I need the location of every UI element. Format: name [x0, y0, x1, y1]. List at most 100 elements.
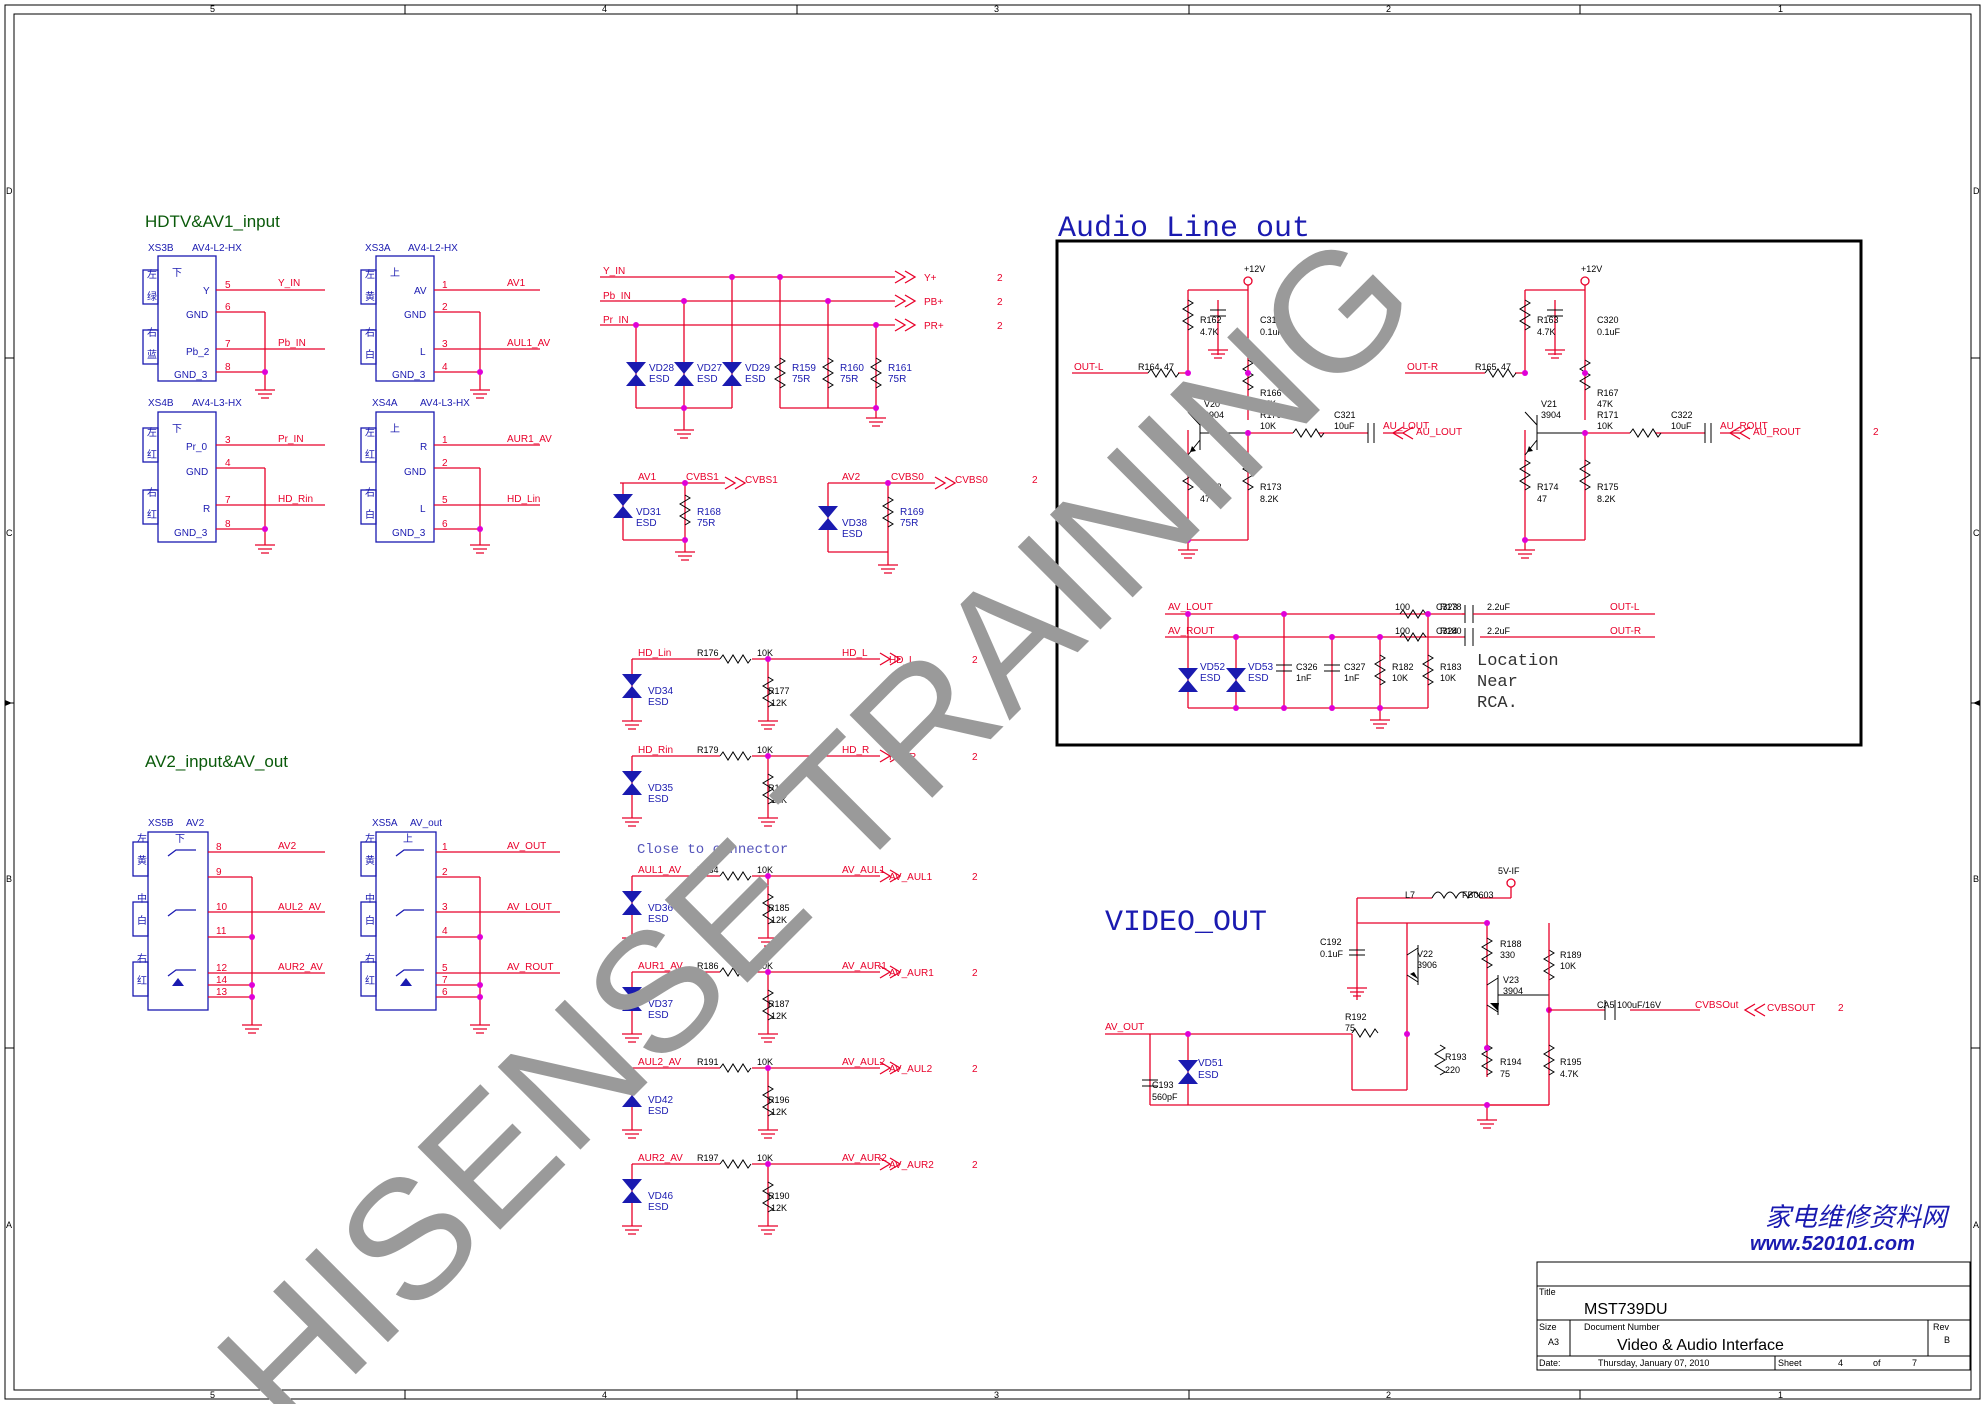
vcc-symbol: [1580, 276, 1590, 286]
svg-text:10K: 10K: [1440, 673, 1456, 683]
port-arrow: [879, 749, 902, 763]
esd-diode-top: [622, 771, 642, 783]
row-label-a-right: A: [1973, 1220, 1979, 1230]
channel-diode-value: ESD: [648, 1106, 669, 1117]
location-note-line1: Location: [1477, 652, 1559, 671]
port-arrow: [1728, 426, 1751, 440]
svg-text:330: 330: [1500, 950, 1515, 960]
connector-ref: XS3B: [148, 243, 174, 254]
svg-text:右: 右: [137, 952, 147, 965]
svg-text:AV2: AV2: [278, 841, 297, 852]
pull-resistor-value: 12K: [771, 795, 787, 805]
ground-symbol: [1515, 549, 1535, 559]
junction-dot: [1245, 370, 1251, 376]
svg-text:AUL2_AV: AUL2_AV: [278, 902, 322, 913]
location-note-line3: RCA.: [1477, 694, 1518, 713]
svg-text:10K: 10K: [1560, 961, 1576, 971]
svg-text:75R: 75R: [697, 518, 715, 529]
svg-text:HD_Lin: HD_Lin: [507, 494, 540, 505]
row-label-d-right: D: [1973, 186, 1980, 196]
transistor: [1524, 411, 1585, 456]
channel-diode-value: ESD: [648, 794, 669, 805]
pull-resistor-value: 12K: [771, 1107, 787, 1117]
pull-resistor: [762, 1085, 774, 1117]
col-label-1-bottom: 1: [1778, 1390, 1783, 1400]
svg-text:of: of: [1873, 1358, 1881, 1368]
svg-text:AV_LOUT: AV_LOUT: [1168, 602, 1213, 613]
svg-text:左: 左: [365, 832, 375, 845]
svg-text:Y_IN: Y_IN: [603, 266, 625, 277]
ce-resistor: [1629, 428, 1662, 438]
pull-resistor: [762, 893, 774, 925]
ground-symbol: [622, 937, 642, 947]
top-resistor-value: 4.7K: [1200, 327, 1219, 337]
svg-text:白: 白: [365, 508, 375, 521]
svg-text:4: 4: [1838, 1358, 1843, 1368]
channel-port-label: AV_AUL2: [889, 1064, 933, 1075]
svg-text:100uF/16V: 100uF/16V: [1617, 1000, 1661, 1010]
svg-text:Y+: Y+: [924, 273, 937, 284]
svg-text:C324: C324: [1436, 626, 1458, 636]
svg-text:中: 中: [137, 892, 147, 905]
channel-port-label: HD_L: [889, 655, 915, 666]
cap-out-value: 10uF: [1334, 421, 1355, 431]
svg-text:R192: R192: [1345, 1012, 1367, 1022]
esd-diode-top: [622, 987, 642, 999]
channel-wire: [631, 875, 880, 938]
cap-out-ref: C322: [1671, 410, 1693, 420]
channel-sheet-ref: 2: [972, 655, 978, 666]
series-resistor-value: 10K: [757, 865, 773, 875]
series-resistor-ref: R179: [697, 745, 719, 755]
connector-xs5a: XS5A AV_out 左 中 右 黄 白 红 上 1 2 3 4 5 7 6 …: [360, 818, 560, 1025]
junction-dot: [1522, 370, 1528, 376]
svg-text:XS4A: XS4A: [372, 398, 398, 409]
row-label-b: B: [6, 874, 12, 884]
svg-text:2: 2: [997, 321, 1003, 332]
svg-text:4: 4: [442, 926, 448, 937]
emitter-resistor: [1182, 459, 1194, 491]
svg-text:L7: L7: [1405, 890, 1415, 900]
svg-text:3: 3: [225, 435, 231, 446]
svg-text:11: 11: [216, 926, 227, 937]
series-resistor-value: 10K: [757, 1057, 773, 1067]
pull-resistor-value: 12K: [771, 915, 787, 925]
svg-text:2: 2: [1032, 475, 1038, 486]
decoupling-cap: [1210, 309, 1226, 317]
svg-text:L: L: [420, 347, 426, 358]
series-resistor: [719, 654, 752, 664]
channel-port-label: HD_R: [889, 752, 916, 763]
svg-text:Date:: Date:: [1539, 1358, 1561, 1368]
svg-text:3: 3: [442, 339, 448, 350]
svg-text:6: 6: [225, 302, 231, 313]
junction-dot: [765, 656, 771, 662]
top-resistor: [1182, 299, 1194, 331]
ground-symbol: [622, 1129, 642, 1139]
svg-text:1nF: 1nF: [1296, 673, 1312, 683]
svg-text:AV_out: AV_out: [410, 818, 442, 829]
ground-symbols-connectors: [242, 389, 490, 1034]
svg-text:Pb_IN: Pb_IN: [603, 291, 631, 302]
svg-text:Pb_2: Pb_2: [186, 347, 210, 358]
svg-text:VD53: VD53: [1248, 662, 1273, 673]
svg-text:12: 12: [216, 963, 228, 974]
junction-dot: [765, 1065, 771, 1071]
input-resistor-ref: R165: [1475, 362, 1497, 372]
pull-resistor-value: 12K: [771, 698, 787, 708]
connector-xs4a: XS4A AV4-L3-HX 左 右 红 白 上 R GND L GND_3 1…: [360, 398, 552, 545]
svg-text:VD28: VD28: [649, 363, 674, 374]
ground-symbol: [622, 817, 642, 827]
svg-text:Pr_IN: Pr_IN: [603, 315, 629, 326]
channel-port-label: AV_AUR2: [889, 1160, 934, 1171]
svg-text:3906: 3906: [1417, 960, 1437, 970]
connector-xs3a: XS3A AV4-L2-HX 左 右 黄 白 上 AV GND L GND_3 …: [360, 243, 551, 390]
svg-text:7: 7: [225, 495, 231, 506]
channel-out-label: AV_AUL2: [842, 1057, 886, 1068]
esd-diode-bottom: [622, 999, 642, 1011]
svg-text:R169: R169: [900, 507, 924, 518]
junction-dot: [1245, 430, 1251, 436]
svg-text:5: 5: [442, 963, 448, 974]
close-to-connector-note: Close to connector: [637, 842, 788, 858]
svg-text:1nF: 1nF: [1344, 673, 1360, 683]
series-resistor-ref: R197: [697, 1153, 719, 1163]
